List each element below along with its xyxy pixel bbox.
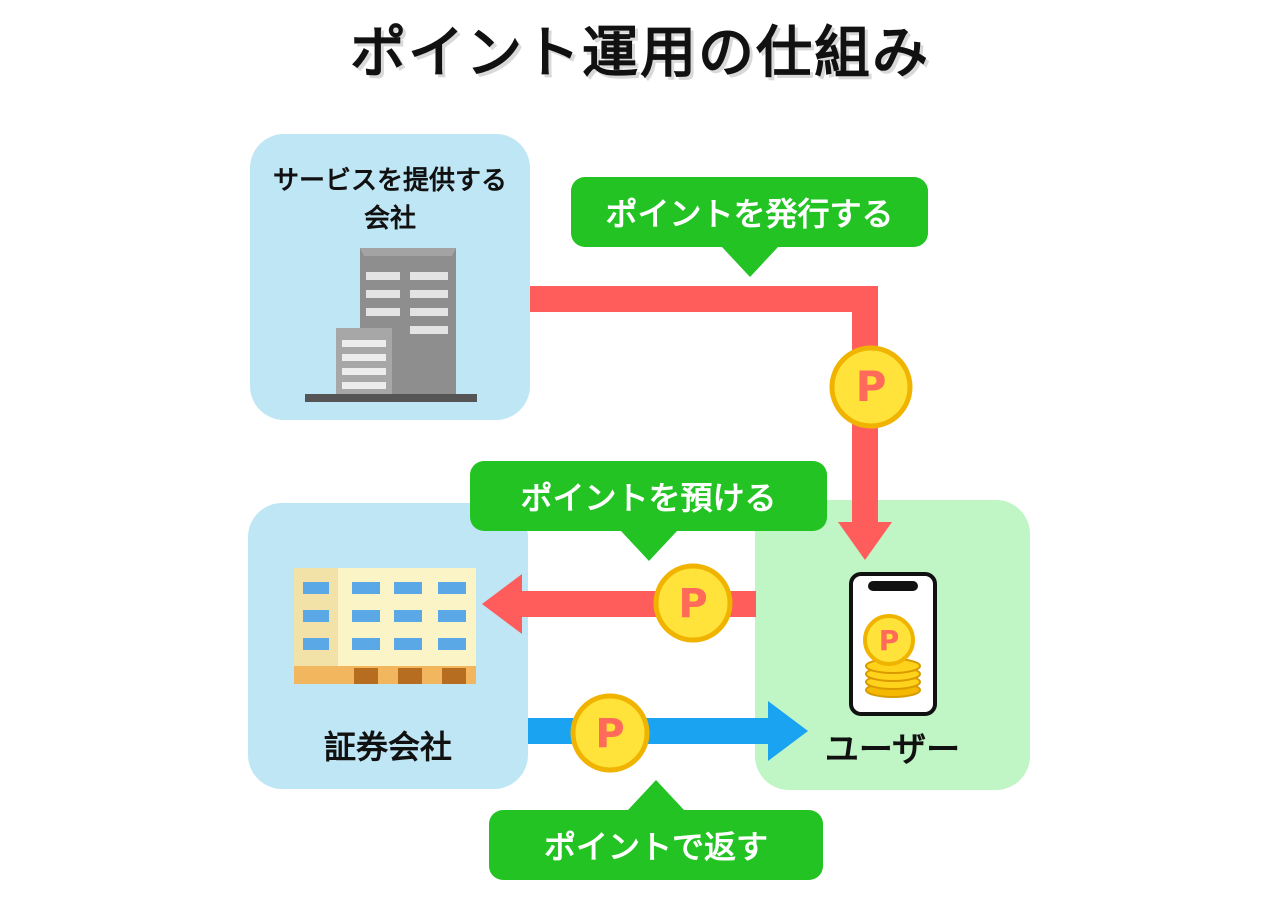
phone-coin-symbol: P [879,624,900,657]
securities-company-label: 証券会社 [323,728,452,766]
page-title: ポイント運用の仕組み [350,21,930,86]
return-coin [570,693,650,773]
deposit-flow-label: ポイントを預ける [470,461,827,561]
issue-coin [829,345,913,429]
service-company-label-line2: 会社 [363,204,416,234]
service-company-label-line1: サービスを提供する [272,166,507,196]
return-arrow [528,701,808,761]
issue-arrow [530,286,892,560]
user-label: ユーザー [824,730,961,770]
return-coin-symbol: P [595,711,624,757]
return-flow-label: ポイントで返す [489,780,823,880]
issue-coin-symbol: P [856,362,887,411]
smartphone-coins-icon [849,572,937,716]
deposit-coin-symbol: P [678,581,707,627]
securities-building-icon [294,568,476,684]
issue-flow-label: ポイントを発行する [571,177,928,277]
deposit-coin [653,563,733,643]
office-building-icon [305,248,477,402]
